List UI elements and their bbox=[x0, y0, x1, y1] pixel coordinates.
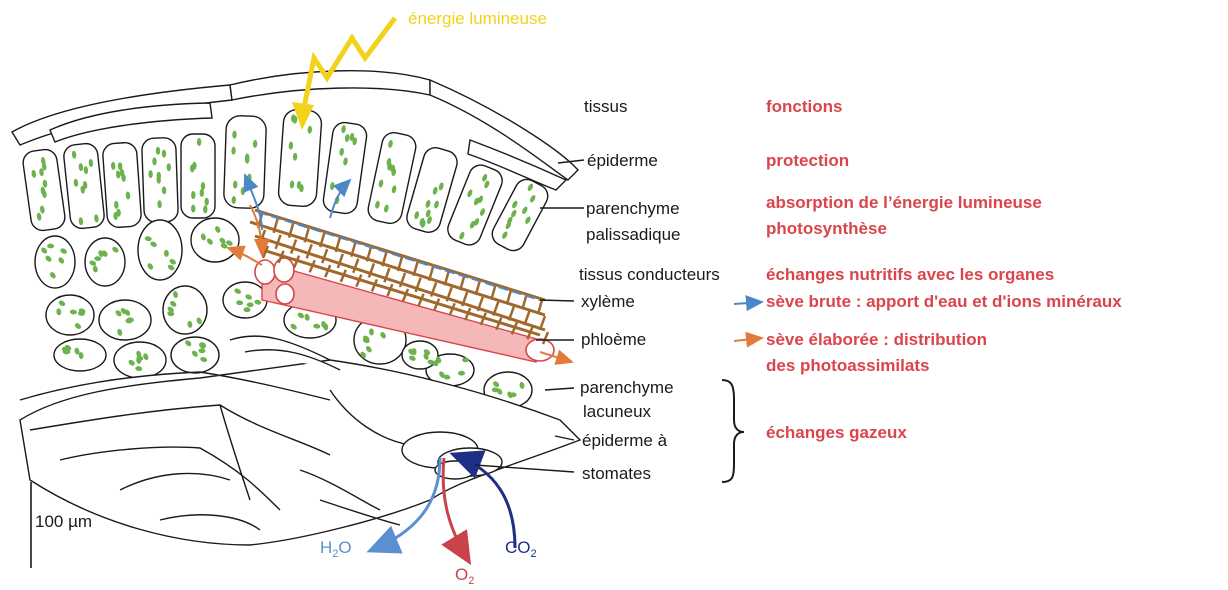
fn-seve-elaboree-1: sève élaborée : distribution bbox=[766, 330, 987, 349]
spongy-cell bbox=[191, 218, 239, 262]
spongy-cell bbox=[138, 220, 182, 280]
chloroplast bbox=[190, 164, 194, 172]
fn-seve-brute: sève brute : apport d'eau et d'ions miné… bbox=[766, 292, 1122, 311]
label-palissadique: palissadique bbox=[586, 225, 681, 244]
spongy-cell bbox=[402, 341, 438, 369]
h2o-label: H2O bbox=[320, 538, 352, 560]
label-parenchyme-1: parenchyme bbox=[586, 199, 680, 218]
xylem-ring bbox=[307, 244, 312, 258]
chloroplast bbox=[191, 205, 195, 213]
spongy-cell bbox=[35, 236, 75, 288]
label-lacuneux: lacuneux bbox=[583, 402, 652, 421]
spongy-cell bbox=[46, 295, 94, 335]
o2-label: O2 bbox=[455, 565, 474, 585]
palisade-cell bbox=[223, 115, 266, 208]
scale-label: 100 µm bbox=[35, 512, 92, 531]
chloroplast bbox=[200, 189, 204, 197]
fn-photosynthese: photosynthèse bbox=[766, 219, 887, 238]
chloroplast bbox=[201, 182, 205, 190]
fn-echanges-nutritifs: échanges nutritifs avec les organes bbox=[766, 265, 1054, 284]
chloroplast bbox=[205, 198, 209, 206]
fn-protection: protection bbox=[766, 151, 849, 170]
xylem-ring bbox=[338, 254, 343, 268]
function-labels: fonctions protection absorption de l’éne… bbox=[766, 97, 1122, 442]
palisade-cell bbox=[181, 134, 215, 218]
label-stomates: stomates bbox=[582, 464, 651, 483]
label-phloeme: phloème bbox=[581, 330, 646, 349]
palisade-cell bbox=[322, 121, 368, 215]
label-epiderme: épiderme bbox=[587, 151, 658, 170]
chloroplast bbox=[203, 205, 207, 213]
label-parenchyme-2: parenchyme bbox=[580, 378, 674, 397]
spongy-cell bbox=[223, 282, 267, 318]
label-tissus-conducteurs: tissus conducteurs bbox=[579, 265, 720, 284]
chloroplast bbox=[191, 191, 195, 199]
elaborated-sap-arrow bbox=[734, 338, 762, 341]
fn-absorption: absorption de l’énergie lumineuse bbox=[766, 193, 1042, 212]
palisade-cell bbox=[102, 142, 142, 228]
chloroplast bbox=[197, 138, 201, 146]
label-xyleme: xylème bbox=[581, 292, 635, 311]
spongy-cell bbox=[99, 300, 151, 340]
fn-header: fonctions bbox=[766, 97, 843, 116]
label-epiderme-a: épiderme à bbox=[582, 431, 668, 450]
co2-label: CO2 bbox=[505, 538, 537, 560]
energy-label: énergie lumineuse bbox=[408, 9, 547, 28]
raw-sap-arrow bbox=[734, 302, 762, 304]
fn-seve-elaboree-2: des photoassimilats bbox=[766, 356, 929, 375]
xylem-ring bbox=[322, 249, 327, 263]
fn-echanges-gazeux: échanges gazeux bbox=[766, 423, 907, 442]
label-tissus: tissus bbox=[584, 97, 627, 116]
lower-epidermis bbox=[20, 336, 580, 545]
